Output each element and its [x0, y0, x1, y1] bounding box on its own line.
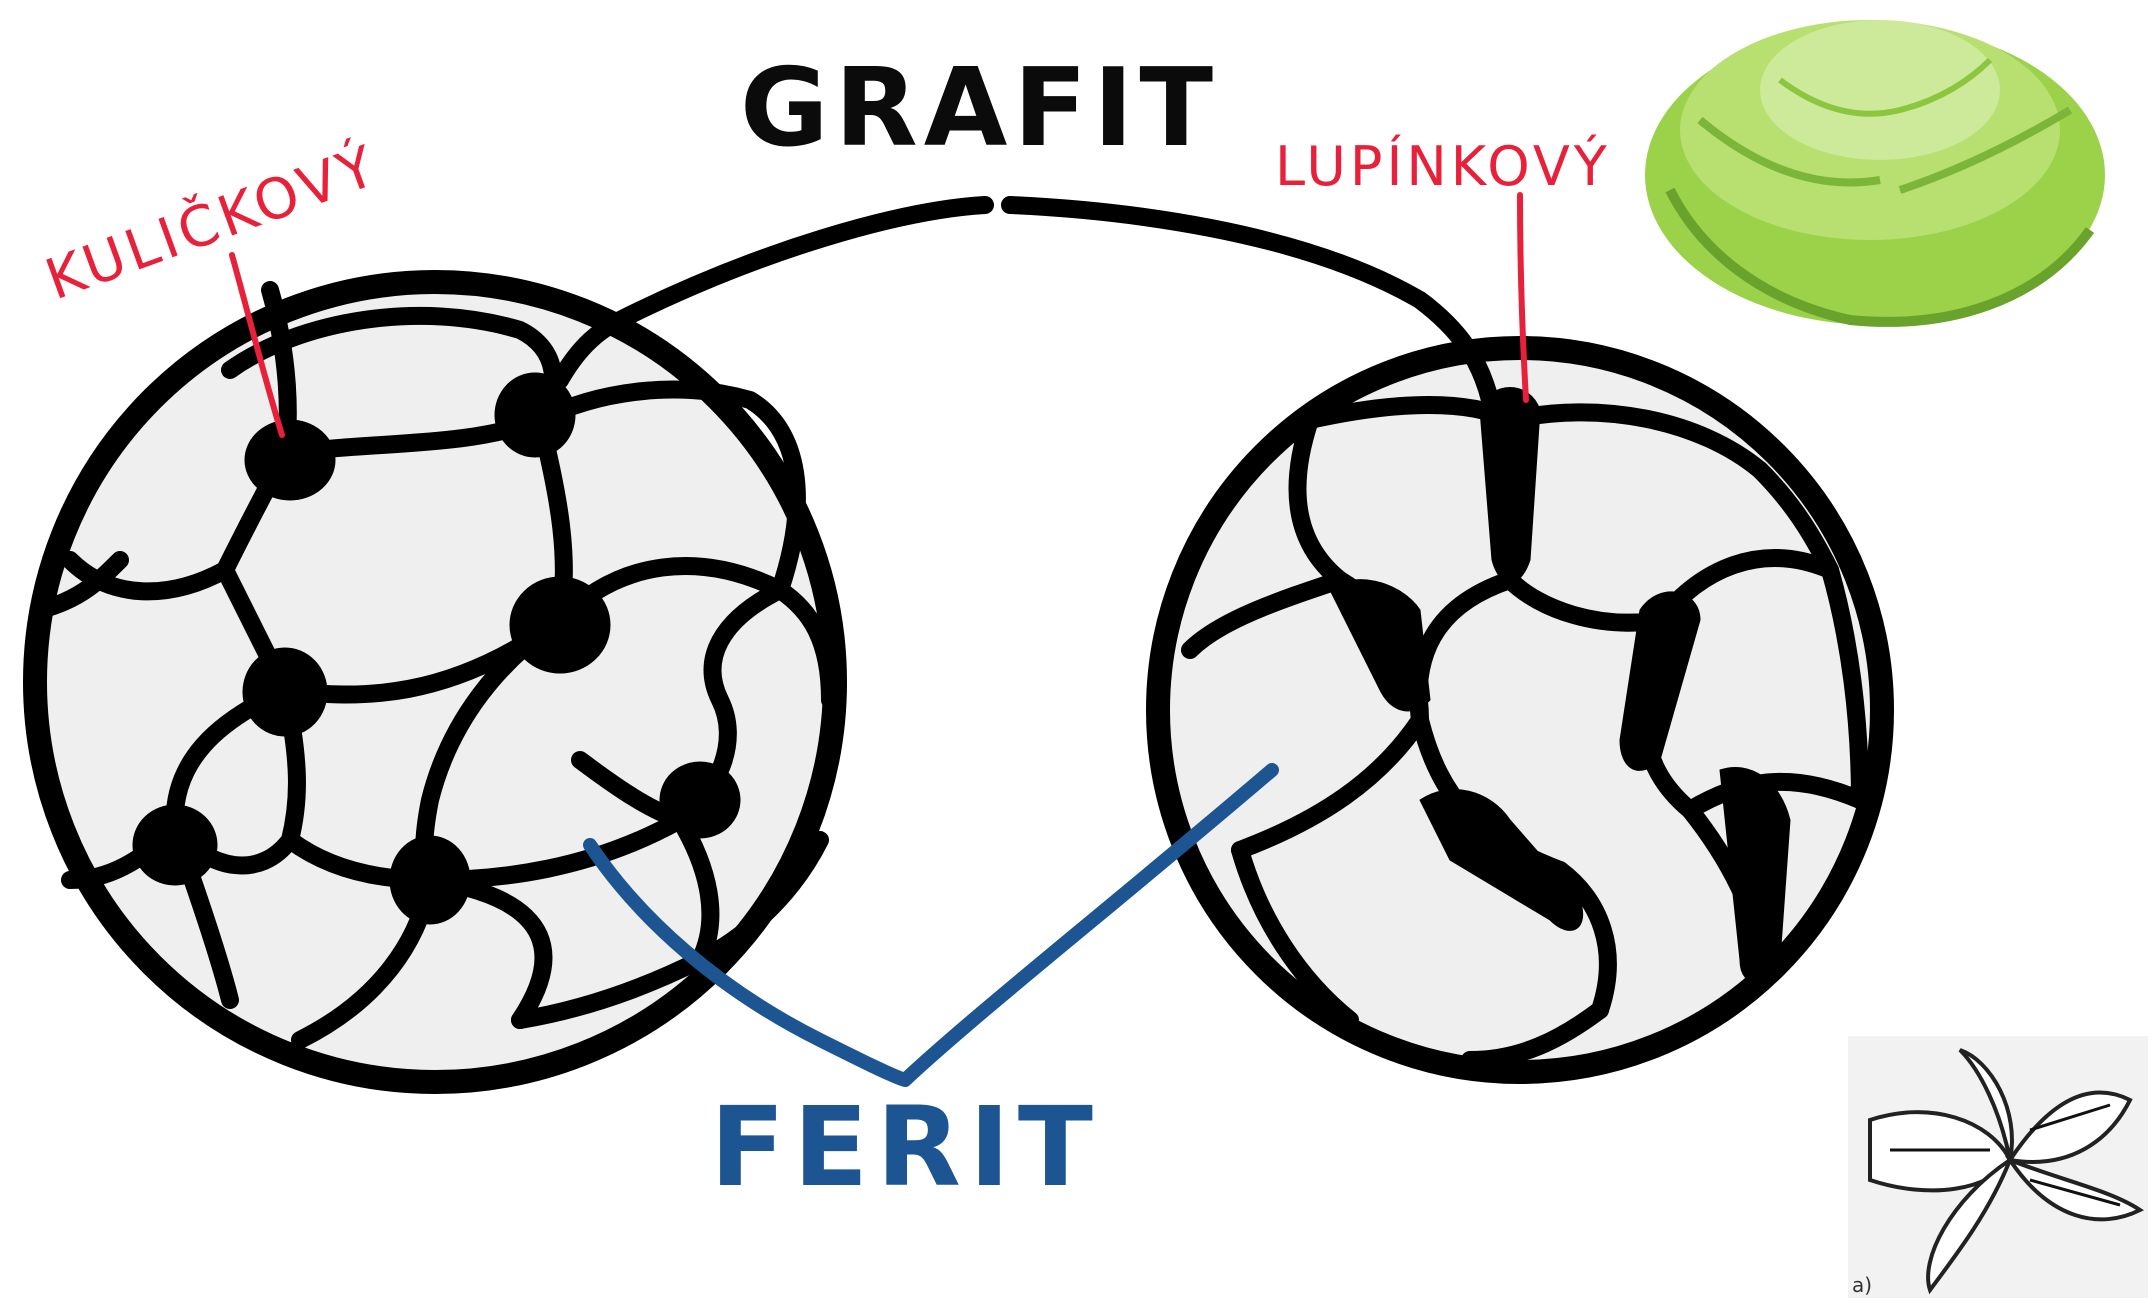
- lamellar-label: LUPÍNKOVÝ: [1275, 135, 1611, 198]
- graphite-label-group: GRAFIT: [560, 46, 1490, 400]
- lamellar-graphite-circle: [1158, 348, 1882, 1072]
- micrograph-caption: a): [1852, 1273, 1872, 1297]
- lettuce-image: [1645, 20, 2105, 325]
- micrograph-sketch: a): [1848, 1036, 2148, 1298]
- ferrite-label: FERIT: [710, 1083, 1101, 1211]
- nodular-graphite-circle: [35, 282, 835, 1082]
- graphite-label: GRAFIT: [740, 46, 1219, 171]
